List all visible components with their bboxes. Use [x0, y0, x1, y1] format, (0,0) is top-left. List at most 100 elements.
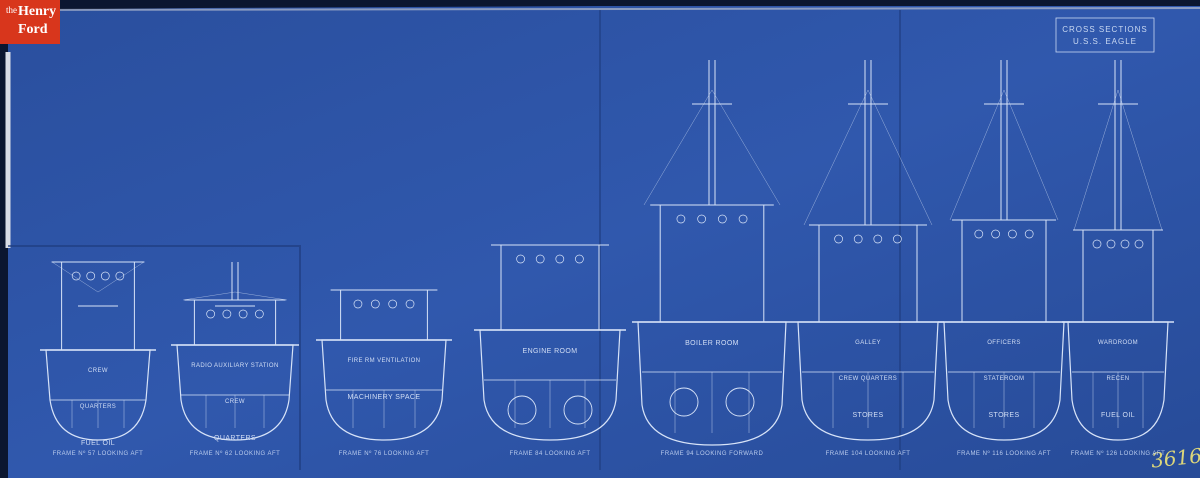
compartment-label: RADIO AUXILIARY STATION: [191, 363, 279, 369]
hull-outline: [321, 339, 447, 441]
compartment-label: CREW: [225, 399, 245, 405]
compartment-label: FIRE RM VENTILATION: [347, 358, 421, 364]
compartment-label: CREW: [88, 368, 108, 374]
cross-section-4: [474, 244, 626, 441]
porthole: [1134, 239, 1144, 249]
rigging-stay: [803, 89, 869, 226]
porthole: [115, 271, 125, 281]
porthole: [405, 299, 415, 309]
porthole: [873, 234, 883, 244]
compartment-label: QUARTERS: [79, 404, 117, 410]
title-block: [1055, 17, 1155, 53]
rigging-stay: [51, 261, 99, 293]
porthole: [535, 254, 545, 264]
compartment-label: STORES: [852, 412, 884, 419]
paper: [8, 6, 1200, 478]
cross-section-6: [792, 60, 944, 441]
section-caption: FRAME Nº 62 LOOKING AFT: [189, 451, 281, 457]
section-caption: FRAME Nº 116 LOOKING AFT: [956, 451, 1052, 457]
compartment-label: MACHINERY SPACE: [347, 394, 421, 401]
cross-section-5: [632, 60, 792, 446]
rigging-stay: [1003, 89, 1059, 221]
porthole: [86, 271, 96, 281]
compartment-label: STORES: [988, 412, 1020, 419]
porthole: [238, 309, 248, 319]
logo-text-henry: Henry: [18, 4, 57, 19]
porthole: [222, 309, 232, 319]
porthole: [853, 234, 863, 244]
compartment-label: FUEL OIL: [80, 440, 116, 447]
compartment-label: GALLEY: [855, 340, 881, 346]
porthole: [388, 299, 398, 309]
rigging-stay: [97, 261, 145, 293]
section-caption: FRAME 104 LOOKING AFT: [825, 451, 911, 457]
section-caption: FRAME Nº 76 LOOKING AFT: [338, 451, 430, 457]
section-caption: FRAME 94 LOOKING FORWARD: [660, 451, 764, 457]
logo-text-ford: Ford: [18, 22, 48, 37]
section-caption: FRAME Nº 57 LOOKING AFT: [52, 451, 144, 457]
porthole: [697, 214, 706, 224]
porthole: [834, 234, 843, 244]
cross-section-3: [316, 289, 452, 441]
rigging-stay: [949, 89, 1005, 221]
hull-outline: [45, 349, 151, 441]
rigging-stay: [867, 89, 933, 226]
porthole: [71, 271, 81, 281]
porthole: [100, 271, 110, 281]
porthole: [255, 309, 264, 319]
porthole: [991, 229, 1000, 239]
porthole: [676, 214, 686, 224]
cross-section-1: [40, 261, 156, 441]
rigging-stay: [711, 89, 781, 206]
logo-text-the: the: [6, 5, 17, 15]
drawing-title-line2: U.S.S. EAGLE: [1072, 37, 1138, 46]
compartment-label: RECEN: [1106, 376, 1130, 382]
hull-outline: [637, 321, 787, 446]
boiler-shell: [669, 387, 699, 417]
boiler-shell: [563, 395, 593, 425]
hull-outline: [176, 344, 294, 441]
compartment-label: WARDROOM: [1098, 340, 1138, 346]
compartment-label: STATEROOM: [983, 376, 1025, 382]
henry-ford-logo: the Henry Ford: [0, 0, 60, 44]
porthole: [893, 234, 902, 244]
rigging-stay: [1073, 89, 1119, 231]
porthole: [370, 299, 380, 309]
porthole: [575, 254, 584, 264]
cross-section-8: [1062, 60, 1174, 441]
boiler-shell: [725, 387, 755, 417]
porthole: [353, 299, 363, 309]
porthole: [516, 254, 525, 264]
cross-section-7: [938, 60, 1070, 441]
porthole: [1092, 239, 1102, 249]
porthole: [555, 254, 565, 264]
drawing-title-line1: CROSS SECTIONS: [1062, 25, 1148, 34]
compartment-label: FUEL OIL: [1100, 412, 1136, 419]
section-caption: FRAME Nº 126 LOOKING AFT: [1070, 451, 1166, 457]
porthole: [738, 214, 748, 224]
porthole: [1024, 229, 1034, 239]
boiler-shell: [507, 395, 537, 425]
cross-section-2: [171, 262, 299, 441]
ship-cross-sections: [40, 60, 1174, 446]
archive-ink-number: 3616: [1149, 443, 1200, 473]
hull-outline: [797, 321, 939, 441]
rigging-stay: [643, 89, 713, 206]
hull-outline: [479, 329, 621, 441]
hull-outline: [943, 321, 1065, 441]
compartment-label: ENGINE ROOM: [522, 348, 578, 355]
porthole: [974, 229, 984, 239]
porthole: [206, 309, 215, 319]
section-caption: FRAME 84 LOOKING AFT: [509, 451, 591, 457]
compartment-label: QUARTERS: [214, 435, 256, 442]
porthole: [1008, 229, 1017, 239]
compartment-label: OFFICERS: [987, 340, 1021, 346]
porthole: [1120, 239, 1130, 249]
compartment-label: BOILER ROOM: [685, 340, 739, 347]
rigging-stay: [182, 291, 236, 301]
porthole: [1106, 239, 1116, 249]
compartment-label: CREW QUARTERS: [838, 376, 898, 382]
rigging-stay: [234, 291, 288, 301]
